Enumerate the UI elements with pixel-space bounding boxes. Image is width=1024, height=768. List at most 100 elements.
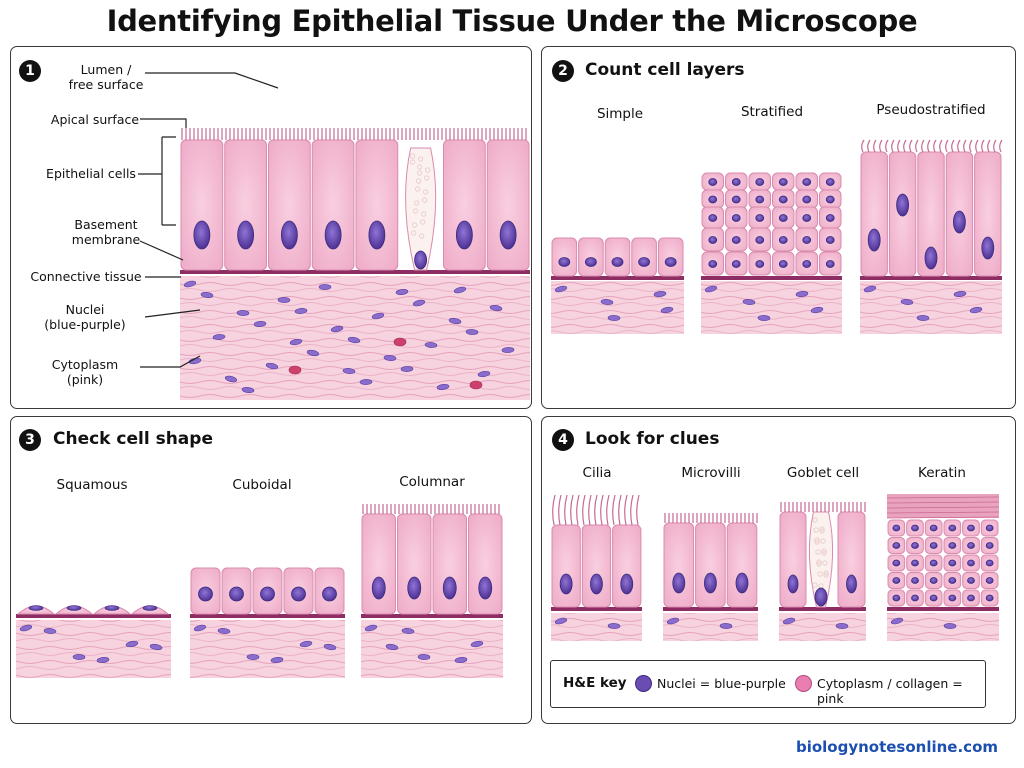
- nucleus: [778, 178, 788, 186]
- mucin-droplet: [411, 230, 417, 236]
- epithelial-cell: [180, 139, 224, 271]
- clues-illustration: [551, 494, 1000, 641]
- fibroblast-nucleus: [835, 623, 849, 629]
- nucleus: [953, 210, 966, 234]
- nucleus: [442, 576, 457, 600]
- epithelial-cell: [578, 237, 604, 277]
- nucleus: [731, 236, 741, 244]
- nucleus: [455, 220, 473, 250]
- heading-count-cell-layers: Count cell layers: [585, 60, 745, 80]
- nucleus: [892, 577, 901, 584]
- basement-membrane: [887, 607, 999, 611]
- mucin-droplet: [425, 167, 431, 173]
- mucin-droplet: [820, 538, 826, 544]
- fibroblast-nucleus: [401, 628, 415, 634]
- nucleus: [193, 220, 211, 250]
- mucin-droplet: [424, 175, 430, 181]
- fibroblast-nucleus: [277, 297, 291, 303]
- fibroblast-nucleus: [969, 306, 983, 314]
- fibroblast-nucleus: [900, 299, 914, 305]
- mucin-droplet: [416, 178, 422, 184]
- nucleus: [499, 220, 517, 250]
- keratin-lamella: [886, 496, 1000, 499]
- nucleus: [967, 542, 975, 549]
- epithelial-cell: [860, 151, 888, 277]
- nucleus: [802, 236, 812, 244]
- nucleus: [892, 542, 901, 549]
- nucleus: [755, 214, 765, 222]
- basement-membrane: [663, 607, 758, 611]
- mucin-droplet: [419, 233, 425, 239]
- mucin-droplet: [814, 537, 820, 543]
- nucleus: [892, 524, 901, 532]
- nucleus: [672, 572, 686, 594]
- mucin-droplet: [421, 211, 427, 217]
- microvilli: [664, 513, 758, 523]
- fibroblast-nucleus: [554, 285, 568, 293]
- nucleus: [559, 573, 573, 595]
- fibroblast-nucleus: [400, 366, 414, 372]
- label-stratified: Stratified: [740, 104, 804, 120]
- nucleus: [558, 257, 571, 267]
- fibroblast-nucleus: [43, 628, 57, 634]
- fibroblast-nucleus: [489, 304, 503, 312]
- fibroblast-nucleus: [193, 624, 207, 632]
- label-basement-membrane: Basement membrane: [71, 217, 141, 247]
- fibroblast-nucleus: [465, 329, 479, 335]
- cytoplasm-swatch-icon: [795, 675, 812, 692]
- nucleus: [802, 214, 812, 222]
- nucleus: [407, 576, 422, 600]
- fibroblast-nucleus: [294, 308, 308, 314]
- nucleus: [731, 214, 741, 222]
- fibroblast-nucleus: [359, 379, 373, 385]
- nucleus: [708, 260, 718, 268]
- fibroblast-nucleus: [342, 368, 356, 374]
- nucleus: [778, 260, 788, 268]
- nucleus: [755, 260, 765, 268]
- key-nuclei: Nuclei = blue-purple: [657, 676, 786, 691]
- nucleus: [778, 214, 788, 222]
- nucleus: [66, 605, 82, 611]
- label-keratin: Keratin: [918, 465, 966, 481]
- fibroblast-nucleus: [454, 657, 468, 663]
- epithelial-cell: [974, 151, 1002, 277]
- leader-nuclei: [144, 309, 201, 318]
- epithelial-cell: [631, 237, 657, 277]
- fibroblast-nucleus: [607, 623, 621, 629]
- nucleus: [896, 193, 909, 217]
- leader-apical: [140, 118, 187, 128]
- fibroblast-nucleus: [149, 643, 163, 651]
- label-cuboidal: Cuboidal: [232, 477, 292, 493]
- fibroblast-nucleus: [125, 640, 139, 648]
- fibroblast-nucleus: [719, 623, 733, 629]
- mucin-droplet: [412, 222, 418, 228]
- key-title: H&E key: [563, 675, 627, 691]
- nucleus: [731, 178, 741, 186]
- nucleus: [802, 195, 812, 204]
- fibroblast-nucleus: [347, 336, 361, 344]
- nucleus: [985, 524, 994, 532]
- fibroblast-nucleus: [323, 643, 337, 651]
- epithelial-cell: [224, 139, 267, 271]
- mucin-droplet: [816, 559, 822, 565]
- nucleus: [104, 605, 120, 611]
- nucleus: [985, 559, 994, 567]
- epithelial-cell: [443, 139, 486, 271]
- mucin-droplet: [816, 561, 822, 567]
- nucleus: [911, 577, 919, 584]
- mucin-droplet: [414, 200, 420, 206]
- mucin-droplet: [410, 153, 416, 159]
- keratin-lamella: [886, 501, 1000, 504]
- fibroblast-nucleus: [704, 285, 718, 293]
- epithelial-cell: [726, 522, 758, 608]
- nucleus: [708, 178, 718, 186]
- fibroblast-nucleus: [383, 355, 397, 361]
- mucin-droplet: [819, 526, 825, 532]
- fibroblast-nucleus: [501, 347, 515, 353]
- nucleus: [198, 586, 213, 602]
- keratin-lamella: [886, 511, 1000, 514]
- nucleus: [814, 587, 828, 607]
- fibroblast-nucleus: [453, 286, 467, 294]
- nucleus: [825, 178, 835, 186]
